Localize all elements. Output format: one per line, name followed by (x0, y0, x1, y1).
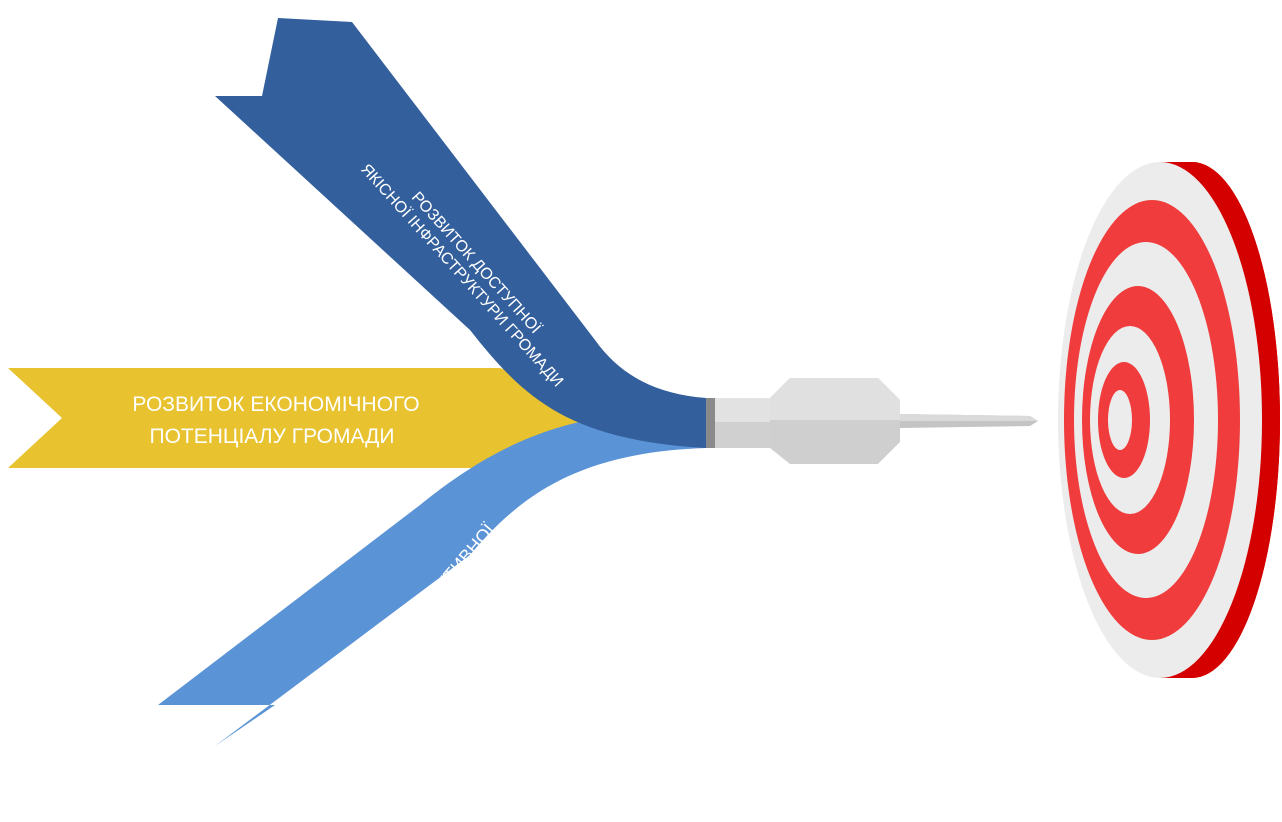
ribbon-community (158, 410, 706, 746)
ribbon-economy (8, 368, 595, 468)
target-icon (1058, 162, 1280, 678)
label-economy-line2: ПОТЕНЦІАЛУ ГРОМАДИ (150, 425, 395, 448)
dart-icon (706, 378, 1038, 464)
label-economy: РОЗВИТОК ЕКОНОМІЧНОГО ПОТЕНЦІАЛУ ГРОМАДИ (132, 393, 419, 448)
label-economy-line1: РОЗВИТОК ЕКОНОМІЧНОГО (132, 393, 419, 416)
ribbon-infrastructure (215, 18, 706, 448)
